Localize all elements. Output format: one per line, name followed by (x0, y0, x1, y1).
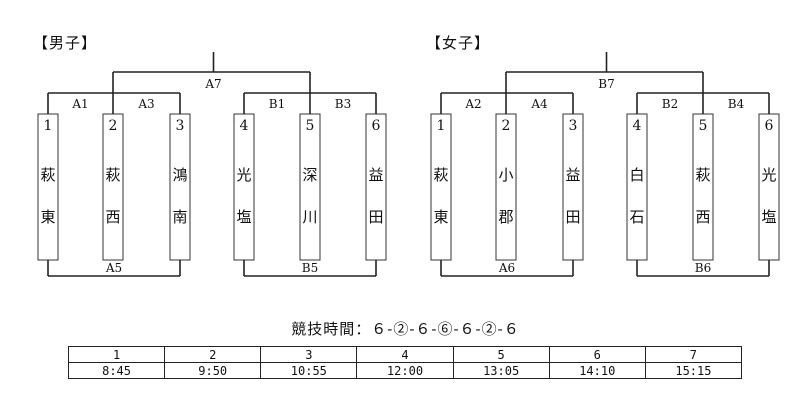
team-number: 5 (306, 118, 315, 134)
team-name-char: 郡 (498, 208, 513, 226)
team-name-char: 南 (172, 208, 187, 226)
schedule-time-cell: 10:55 (260, 362, 358, 379)
team-name-char: 塩 (236, 208, 251, 226)
match-label-final: A7 (204, 77, 221, 91)
schedule-number-row: 1 2 3 4 5 6 7 (67, 346, 743, 363)
team-name-char: 西 (695, 208, 710, 226)
team-name-char: 白 (629, 166, 644, 184)
team-name-char: 深 (302, 166, 317, 184)
team-name-char: 石 (629, 208, 644, 226)
team-number: 6 (372, 118, 381, 134)
schedule-number-cell: 6 (548, 346, 646, 363)
schedule-time-cell: 13:05 (452, 362, 550, 379)
match-label: B1 (269, 97, 285, 111)
section-title-boys: 【男子】 (33, 34, 98, 52)
team-name-char: 東 (433, 208, 448, 226)
team-number: 3 (176, 118, 185, 134)
match-label: B5 (302, 261, 318, 275)
schedule-time-cell: 12:00 (356, 362, 454, 379)
schedule-time-cell: 8:45 (67, 362, 166, 379)
schedule-time-cell: 14:10 (548, 362, 646, 379)
match-label-final: B7 (598, 77, 614, 91)
team-number: 1 (44, 118, 53, 134)
team-box (102, 113, 124, 261)
team-box (692, 113, 714, 261)
team-box (233, 113, 255, 261)
team-name-char: 塩 (761, 208, 776, 226)
team-name-char: 萩 (105, 166, 120, 184)
schedule-time-cell: 9:50 (164, 362, 262, 379)
schedule-time-cell: 15:15 (644, 362, 743, 379)
schedule-table: 1 2 3 4 5 6 7 8:45 9:50 10:55 12:00 13:0… (67, 346, 743, 379)
match-label: A2 (464, 97, 481, 111)
team-box (365, 113, 387, 261)
team-box (626, 113, 648, 261)
team-number: 6 (765, 118, 774, 134)
team-number: 4 (240, 118, 249, 134)
team-name-char: 光 (236, 166, 251, 184)
team-box (299, 113, 321, 261)
team-name-char: 田 (368, 208, 383, 226)
team-name-char: 西 (105, 208, 120, 226)
schedule-number-cell: 3 (260, 346, 358, 363)
competition-time-label: 競技時間：６-②-６-⑥-６-②-６ (291, 320, 520, 338)
section-title-girls: 【女子】 (426, 34, 491, 52)
team-box (758, 113, 780, 261)
team-box (37, 113, 59, 261)
schedule-number-cell: 1 (67, 346, 166, 363)
team-name-char: 光 (761, 166, 776, 184)
match-label: B3 (335, 97, 351, 111)
team-number: 3 (569, 118, 578, 134)
team-name-char: 小 (498, 166, 513, 184)
schedule-number-cell: 2 (164, 346, 262, 363)
team-name-char: 東 (40, 208, 55, 226)
team-name-char: 萩 (695, 166, 710, 184)
team-number: 5 (699, 118, 708, 134)
schedule-time-row: 8:45 9:50 10:55 12:00 13:05 14:10 15:15 (67, 362, 743, 379)
match-label: B4 (728, 97, 745, 111)
schedule-number-cell: 7 (644, 346, 743, 363)
schedule-number-cell: 5 (452, 346, 550, 363)
team-name-char: 鴻 (172, 166, 187, 184)
schedule-number-cell: 4 (356, 346, 454, 363)
team-name-char: 萩 (433, 166, 448, 184)
match-label: A6 (498, 261, 515, 275)
team-name-char: 萩 (40, 166, 55, 184)
match-label: A4 (530, 97, 548, 111)
match-label: A1 (71, 97, 88, 111)
team-name-char: 益 (368, 166, 383, 184)
match-label: A5 (105, 261, 122, 275)
team-number: 2 (109, 118, 118, 134)
team-box (169, 113, 191, 261)
match-label: B2 (662, 97, 678, 111)
team-number: 2 (502, 118, 511, 134)
team-box (562, 113, 584, 261)
team-name-char: 川 (302, 208, 317, 226)
match-label: B6 (695, 261, 711, 275)
team-box (430, 113, 452, 261)
team-box (495, 113, 517, 261)
team-number: 4 (633, 118, 642, 134)
team-number: 1 (437, 118, 446, 134)
team-name-char: 田 (565, 208, 580, 226)
team-name-char: 益 (565, 166, 580, 184)
match-label: A3 (137, 97, 154, 111)
